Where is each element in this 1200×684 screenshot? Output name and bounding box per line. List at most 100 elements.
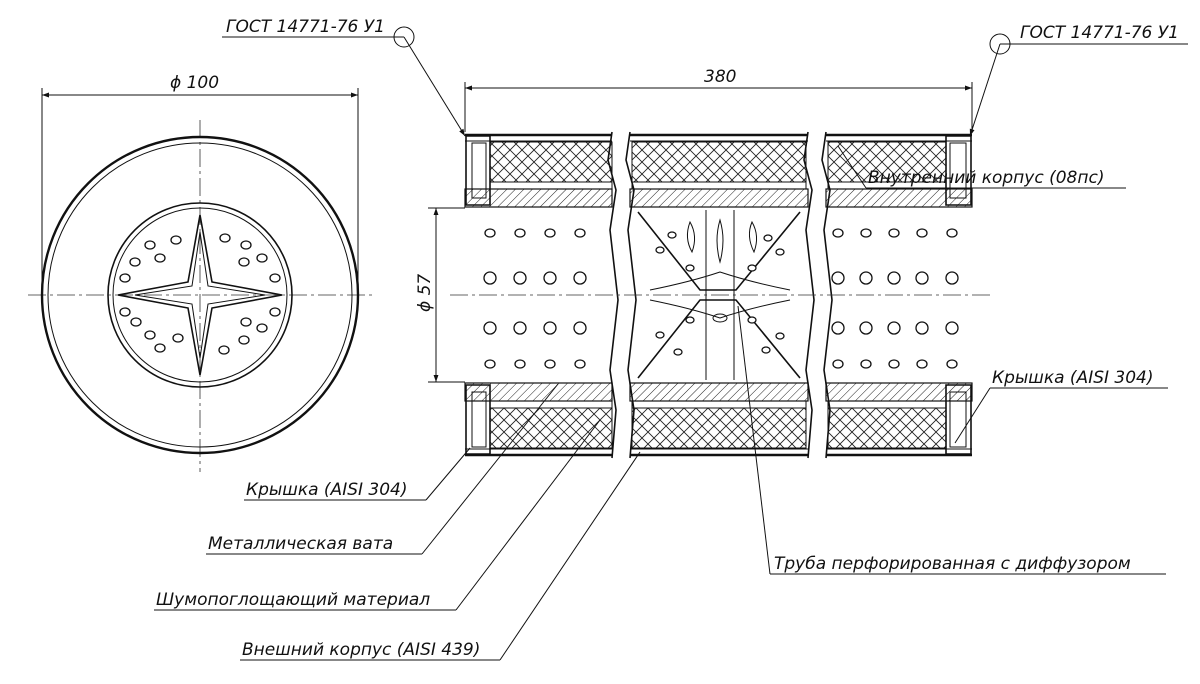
callout-outer-body: Внешний корпус (AISI 439) xyxy=(240,451,641,661)
perforation-hole xyxy=(763,234,773,242)
label-outer-body: Внешний корпус (AISI 439) xyxy=(242,640,480,660)
perforation-hole xyxy=(573,271,587,285)
perforation-hole xyxy=(747,316,757,324)
perforation-hole xyxy=(238,257,250,267)
perforation-hole xyxy=(170,235,182,245)
perforation-hole xyxy=(543,271,557,285)
perforation-hole xyxy=(946,359,958,369)
perforation-hole xyxy=(832,359,844,369)
callout-absorbing-material: Шумопоглощающий материал xyxy=(154,419,601,611)
gost-left: ГОСТ 14771-76 У1 xyxy=(226,17,385,37)
perforation-hole xyxy=(574,228,586,238)
label-cap-right: Крышка (AISI 304) xyxy=(992,368,1154,388)
perforation-hole xyxy=(269,273,281,283)
dim-length: 380 xyxy=(704,67,736,87)
perforation-hole xyxy=(544,228,556,238)
outer-shell-circle xyxy=(40,135,360,455)
perforation-hole xyxy=(240,240,252,250)
perforation-hole xyxy=(483,321,497,335)
perforation-hole xyxy=(484,228,496,238)
perforation-hole xyxy=(655,331,665,339)
end-view: ϕ 100 xyxy=(28,73,372,472)
weld-circle-right-icon xyxy=(989,33,1011,55)
label-cap-left: Крышка (AISI 304) xyxy=(246,480,408,500)
perforation-hole xyxy=(172,333,184,343)
weld-callout-left: ГОСТ 14771-76 У1 xyxy=(222,17,466,137)
perforation-hole xyxy=(887,271,901,285)
diffuser-cross xyxy=(117,214,283,376)
perforation-hole xyxy=(888,359,900,369)
perforation-hole xyxy=(256,253,268,263)
perforation-hole xyxy=(119,307,131,317)
gost-right: ГОСТ 14771-76 У1 xyxy=(1020,23,1179,43)
weld-callout-right: ГОСТ 14771-76 У1 xyxy=(969,23,1188,137)
pipe-perforations xyxy=(483,228,959,369)
perforation-hole xyxy=(655,246,665,254)
label-metal-wool: Металлическая вата xyxy=(208,534,393,554)
callout-cap-right: Крышка (AISI 304) xyxy=(954,368,1168,444)
perforation-hole xyxy=(832,228,844,238)
perforation-hole xyxy=(130,317,142,327)
end-view-perforations xyxy=(119,233,281,355)
perforation-hole xyxy=(915,321,929,335)
perforation-hole xyxy=(916,359,928,369)
perforation-hole xyxy=(761,346,771,354)
section-view: 380 ϕ 57 xyxy=(415,67,990,459)
perforation-hole xyxy=(831,271,845,285)
perforation-hole xyxy=(514,228,526,238)
perforation-hole xyxy=(916,228,928,238)
perforation-hole xyxy=(144,240,156,250)
perforation-hole xyxy=(945,271,959,285)
perforation-hole xyxy=(573,321,587,335)
diffuser-cross-inner xyxy=(134,231,266,359)
dim-diameter-inner: ϕ 57 xyxy=(415,274,435,312)
perforation-hole xyxy=(673,348,683,356)
dim-diameter-outer: ϕ 100 xyxy=(170,73,219,93)
perforation-hole xyxy=(129,257,141,267)
perforation-hole xyxy=(119,273,131,283)
absorbing-material-hatch xyxy=(489,141,947,449)
perforation-hole xyxy=(269,307,281,317)
callout-metal-wool: Металлическая вата xyxy=(206,383,559,555)
perforation-hole xyxy=(218,345,230,355)
perforation-hole xyxy=(887,321,901,335)
perforation-hole xyxy=(574,359,586,369)
perforation-hole xyxy=(256,323,268,333)
outer-shell-inner-circle xyxy=(47,142,353,448)
perforation-hole xyxy=(685,316,695,324)
label-absorbing-material: Шумопоглощающий материал xyxy=(156,590,430,610)
perforation-hole xyxy=(544,359,556,369)
pipe-inner-circle xyxy=(112,207,288,383)
pipe-circle xyxy=(107,202,293,388)
perforation-hole xyxy=(860,228,872,238)
perforation-hole xyxy=(667,231,677,239)
perforation-hole xyxy=(859,321,873,335)
perforation-hole xyxy=(775,248,785,256)
perforation-hole xyxy=(238,335,250,345)
perforation-hole xyxy=(685,264,695,272)
perforation-hole xyxy=(483,271,497,285)
perforation-hole xyxy=(831,321,845,335)
inner-body-layer xyxy=(489,181,947,409)
callout-cap-left: Крышка (AISI 304) xyxy=(244,447,471,501)
perforation-hole xyxy=(747,264,757,272)
break-lines xyxy=(607,131,833,459)
weld-circle-left-icon xyxy=(393,26,415,48)
perforation-hole xyxy=(144,330,156,340)
perforation-hole xyxy=(513,271,527,285)
label-perforated-pipe: Труба перфорированная с диффузором xyxy=(774,554,1131,574)
label-inner-body: Внутренний корпус (08пс) xyxy=(868,168,1104,188)
callout-perforated-pipe: Труба перфорированная с диффузором xyxy=(737,305,1166,575)
perforation-hole xyxy=(513,321,527,335)
perforation-hole xyxy=(915,271,929,285)
perforation-hole xyxy=(154,253,166,263)
perforation-hole xyxy=(775,332,785,340)
perforation-hole xyxy=(946,228,958,238)
callout-inner-body: Внутренний корпус (08пс) xyxy=(837,145,1126,189)
end-caps xyxy=(465,135,972,455)
pipe-wall-hatch xyxy=(464,188,973,402)
perforation-hole xyxy=(543,321,557,335)
perforation-hole xyxy=(945,321,959,335)
